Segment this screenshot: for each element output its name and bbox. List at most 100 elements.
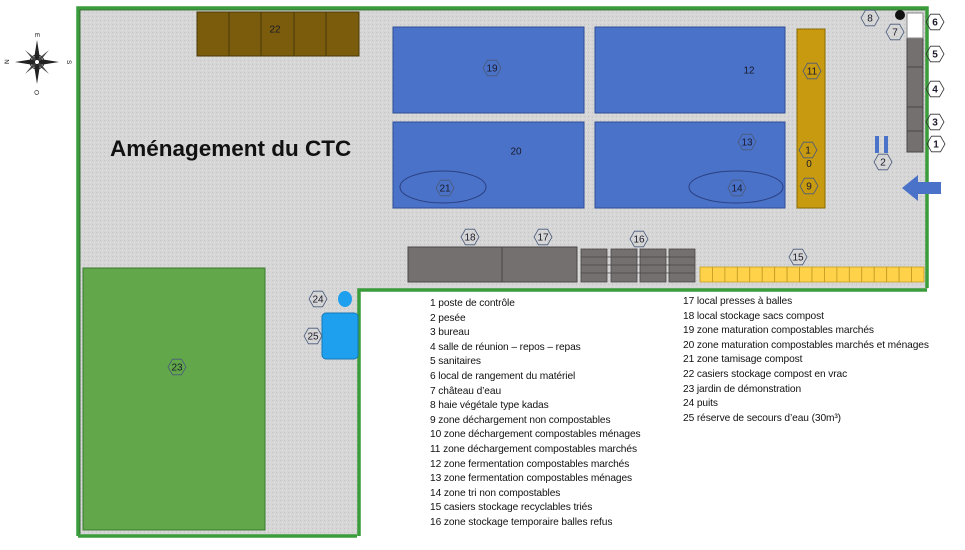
legend-item: 14 zone tri non compostables	[430, 487, 561, 499]
recyclable-bin	[774, 266, 788, 283]
compass-rose: N S E O	[4, 33, 72, 95]
legend-item: 11 zone déchargement compostables marché…	[430, 443, 637, 455]
recyclable-bin	[848, 266, 863, 283]
zone-number-z23: 23	[171, 363, 183, 374]
site-walls	[76, 6, 929, 538]
marker-hexagon	[860, 9, 880, 27]
zone-16-bale-storage	[580, 248, 696, 283]
zone-number-z2: 2	[880, 158, 886, 169]
compass-n: N	[4, 59, 11, 64]
diagram-title: Aménagement du CTC	[110, 136, 351, 161]
recyclable-bin	[898, 266, 912, 283]
legend-item: 12 zone fermentation compostables marché…	[430, 458, 630, 470]
zone-21-sieving	[399, 170, 487, 204]
zone-number-z13: 13	[741, 138, 753, 149]
recyclable-bin	[824, 266, 838, 283]
recyclable-bin	[873, 266, 888, 283]
recyclable-bin	[786, 266, 800, 283]
zone-12-fermentation	[594, 26, 786, 114]
recyclable-bin	[799, 266, 813, 283]
legend-item: 13 zone fermentation compostables ménage…	[430, 473, 633, 485]
recyclable-bin	[886, 266, 900, 283]
recyclable-bin	[761, 266, 776, 283]
zone-number-z20: 20	[510, 147, 522, 158]
legend-item: 17 local presses à balles	[683, 296, 793, 307]
zone-19-maturation	[392, 26, 585, 114]
legend-item: 20 zone maturation compostables marchés …	[683, 339, 929, 351]
zone-number-z12: 12	[743, 66, 755, 77]
marker-hexagon	[737, 133, 757, 151]
marker-hexagon	[925, 80, 945, 98]
legend-item: 1 poste de contrôle	[430, 298, 515, 309]
marker-hexagon	[303, 327, 323, 345]
zone-number-z16: 16	[633, 235, 645, 246]
marker-hexagon	[925, 45, 945, 63]
zone-number-z8: 8	[867, 14, 873, 25]
water-reserve	[321, 312, 359, 360]
zone-15-recyclable-bins	[699, 266, 925, 283]
zone-number-z6: 6	[932, 18, 938, 29]
zone-13-fermentation	[594, 121, 786, 209]
marker-hexagon	[925, 113, 945, 131]
legend-item: 4 salle de réunion – repos – repas	[430, 341, 581, 353]
weighbridge	[875, 136, 888, 153]
zone-number-z21: 21	[439, 184, 451, 195]
recyclable-bin	[724, 266, 738, 283]
zone-number-z18: 18	[464, 233, 476, 244]
marker-hexagon	[799, 177, 819, 195]
zone-23-garden	[82, 267, 266, 531]
zone-number-z22: 22	[269, 25, 281, 36]
recyclable-bin	[861, 266, 875, 283]
zone-number-z3: 3	[932, 118, 938, 129]
zone-number-z5: 5	[932, 50, 938, 61]
zone-number-z24: 24	[312, 295, 324, 306]
marker-hexagon	[873, 153, 893, 171]
legend-item: 16 zone stockage temporaire balles refus	[430, 516, 613, 528]
legend-item: 19 zone maturation compostables marchés	[683, 325, 874, 337]
buildings-1-6	[906, 12, 924, 153]
recyclable-bin	[811, 266, 825, 283]
recyclable-bin	[836, 266, 850, 283]
zone-number-z4: 4	[932, 85, 938, 96]
zone-number-z25: 25	[307, 332, 319, 343]
water-tower-dot	[895, 10, 905, 20]
marker-hexagon	[885, 23, 905, 41]
legend-item: 24 puits	[683, 398, 718, 410]
marker-hexagon	[802, 62, 822, 80]
legend-item: 7 château d’eau	[430, 385, 502, 397]
legend-item: 22 casiers stockage compost en vrac	[683, 368, 848, 380]
recyclable-bin	[699, 266, 713, 283]
legend-item: 23 jardin de démonstration	[683, 383, 802, 395]
marker-hexagon	[798, 141, 818, 159]
zone-number-z1: 1	[933, 140, 939, 151]
legend-item: 10 zone déchargement compostables ménage…	[430, 429, 641, 441]
legend-item: 25 réserve de secours d’eau (30m³)	[683, 412, 841, 424]
marker-hexagon	[629, 230, 649, 248]
legend-item: 9 zone déchargement non compostables	[430, 414, 611, 426]
zone-number-z17: 17	[537, 233, 549, 244]
zone-22-compost-bins	[196, 11, 360, 57]
zone-20-maturation	[392, 121, 585, 209]
legend-item: 6 local de rangement du matériel	[430, 370, 576, 382]
recyclable-bin	[736, 266, 751, 283]
recyclable-bin	[749, 266, 763, 283]
zone-number-z15: 15	[792, 253, 804, 264]
zone-number-z14: 14	[731, 184, 743, 195]
recyclable-bin	[911, 266, 925, 283]
marker-hexagon	[482, 59, 502, 77]
compass-s: S	[65, 60, 72, 65]
zone-number-z7: 7	[892, 28, 898, 39]
marker-hexagon	[308, 290, 328, 308]
marker-hexagon	[925, 13, 945, 31]
recyclable-bin	[712, 266, 726, 283]
legend-item: 5 sanitaires	[430, 356, 481, 368]
buildings-17-18	[407, 246, 578, 283]
zone-14-sorting	[688, 170, 784, 204]
entrance-arrow	[902, 175, 941, 201]
marker-hexagon	[788, 248, 808, 266]
zone-number-z10a: 1	[805, 146, 811, 157]
